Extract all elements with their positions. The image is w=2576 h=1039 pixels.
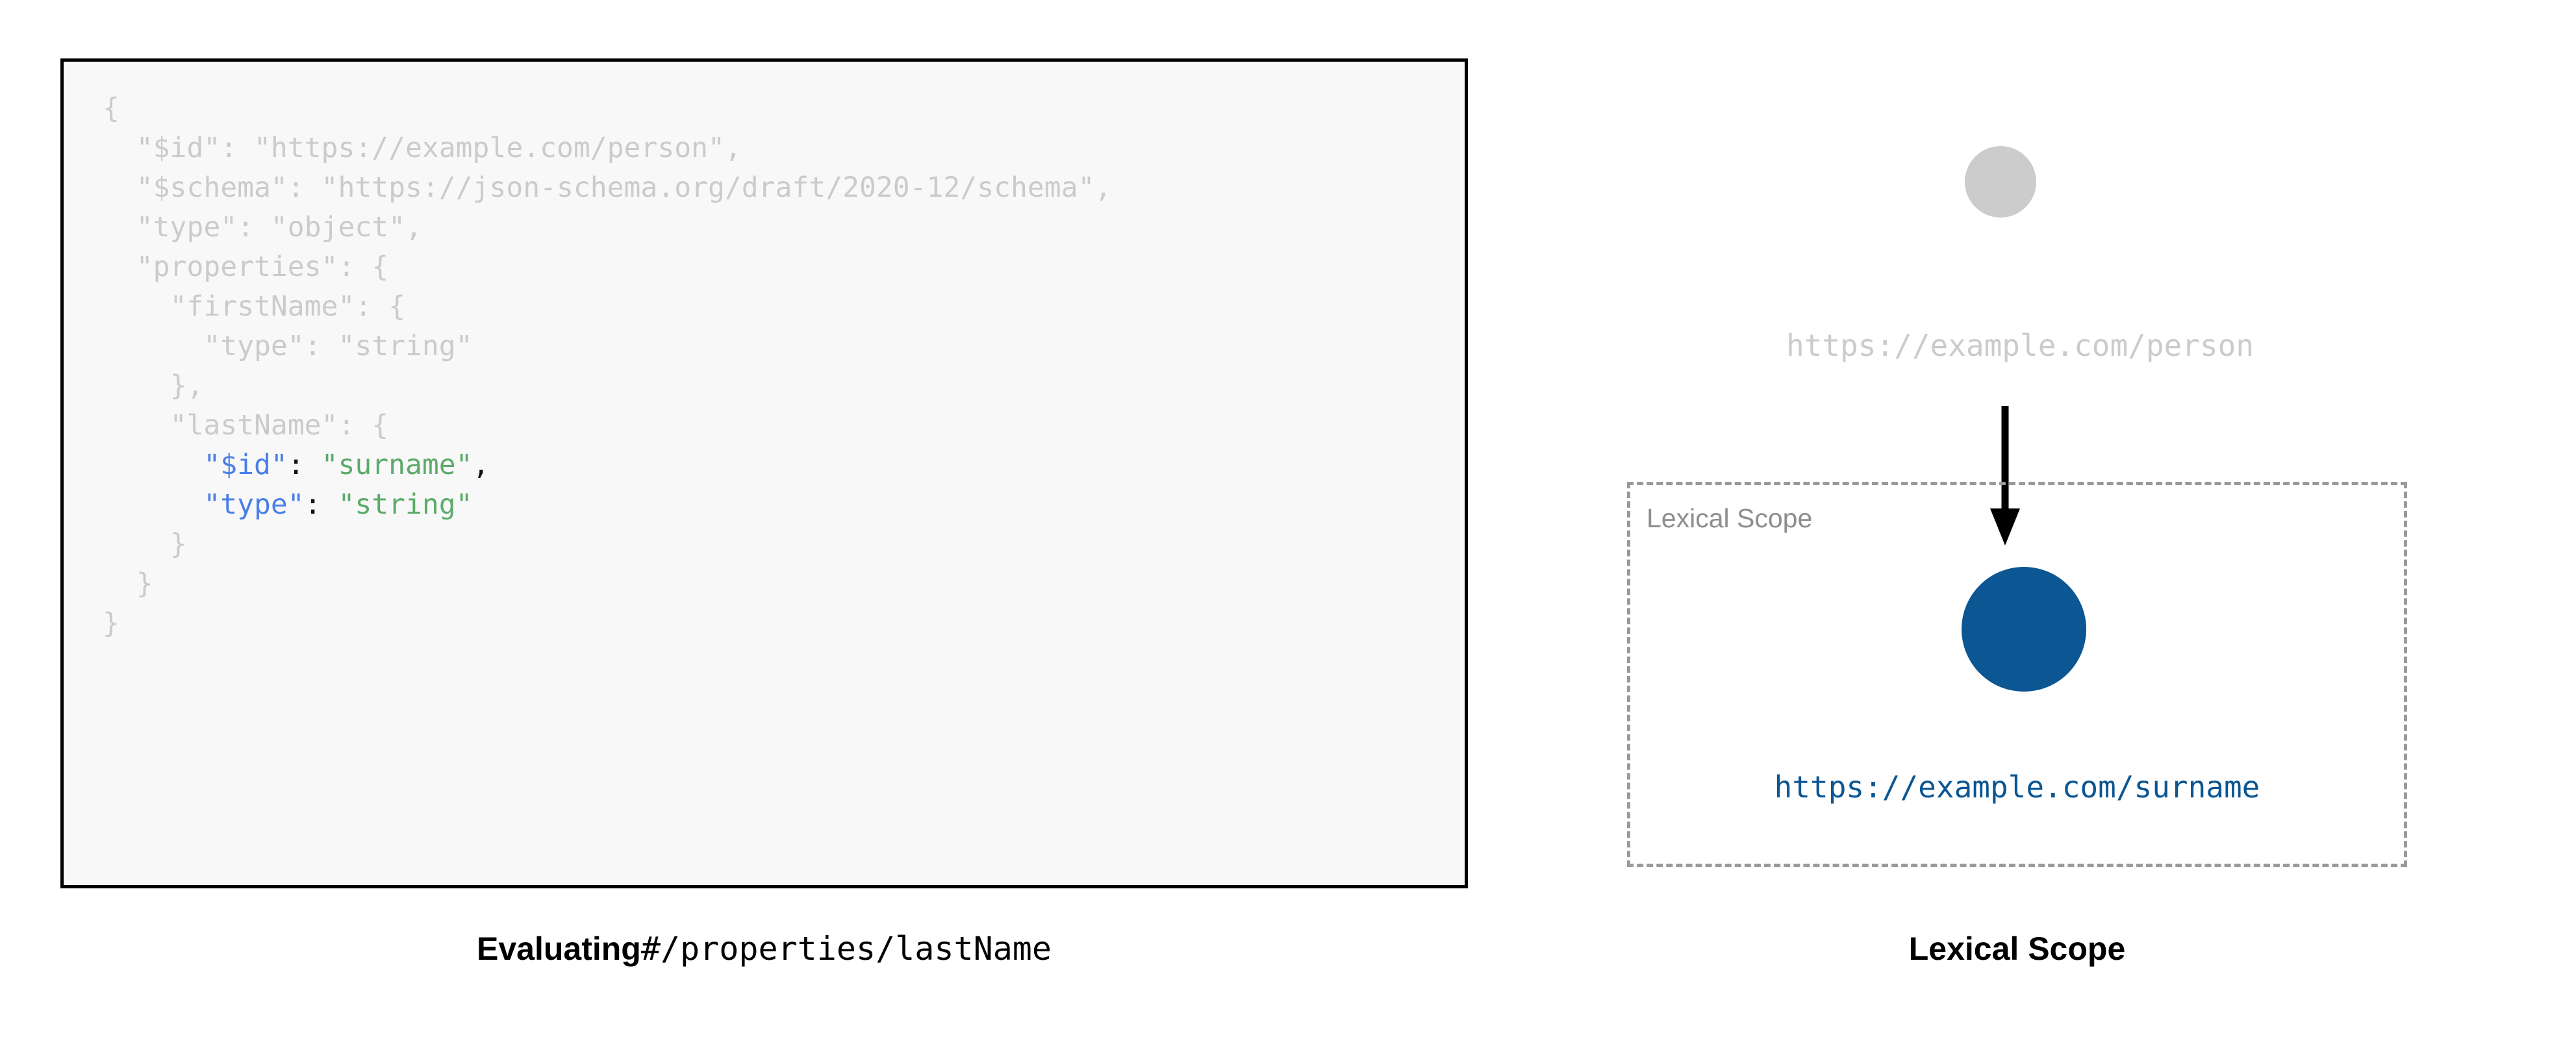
code-token: { xyxy=(103,92,120,125)
code-token: : xyxy=(287,449,322,481)
code-token: "$id": "https://example.com/person", xyxy=(136,132,742,164)
code-token: "surname" xyxy=(321,449,473,481)
lexical-scope-panel: https://example.com/person Lexical Scope… xyxy=(1533,0,2576,1039)
node-surname-circle-icon xyxy=(1962,567,2086,692)
code-token: "firstName": { xyxy=(170,290,405,323)
code-token: } xyxy=(136,568,153,600)
code-line: "$id": "https://example.com/person", xyxy=(103,129,1111,168)
code-line: "lastName": { xyxy=(103,406,1111,445)
code-token: }, xyxy=(170,369,204,402)
code-token: : xyxy=(304,488,338,521)
code-token: "properties": { xyxy=(136,251,389,283)
code-token: "type": "object", xyxy=(136,211,422,244)
left-caption-pointer: #/properties/lastName xyxy=(640,930,1052,968)
node-person-circle-icon xyxy=(1965,146,2036,218)
right-panel-caption: Lexical Scope xyxy=(1908,931,2126,967)
code-token: } xyxy=(170,528,187,560)
code-token: } xyxy=(103,607,120,640)
left-panel-caption: Evaluating#/properties/lastName xyxy=(60,930,1468,968)
left-caption-bold: Evaluating xyxy=(477,931,641,967)
code-token: "$id" xyxy=(203,449,288,481)
node-surname-label: https://example.com/surname xyxy=(1774,770,2260,805)
code-line: }, xyxy=(103,366,1111,406)
arrow-down-icon xyxy=(1990,406,2020,545)
code-line: "properties": { xyxy=(103,247,1111,287)
code-line: "firstName": { xyxy=(103,287,1111,327)
code-token: "$schema": "https://json-schema.org/draf… xyxy=(136,171,1112,204)
code-line: "type": "object", xyxy=(103,208,1111,247)
code-line: { xyxy=(103,89,1111,129)
json-schema-code-listing: { "$id": "https://example.com/person", "… xyxy=(103,89,1111,644)
evaluating-panel: { "$id": "https://example.com/person", "… xyxy=(60,58,1468,968)
code-line: "$schema": "https://json-schema.org/draf… xyxy=(103,168,1112,208)
lexical-scope-box-label: Lexical Scope xyxy=(1647,503,1813,533)
json-schema-code-box: { "$id": "https://example.com/person", "… xyxy=(60,58,1468,888)
code-line: "type": "string" xyxy=(103,327,1111,366)
code-token: "type": "string" xyxy=(203,330,473,362)
code-token: "string" xyxy=(338,488,473,521)
code-line: "type": "string" xyxy=(103,485,1111,525)
code-line: "$id": "surname", xyxy=(103,445,1111,485)
code-line: } xyxy=(103,564,1111,604)
code-token: , xyxy=(472,449,490,481)
code-line: } xyxy=(103,525,1111,564)
lexical-scope-boundary xyxy=(1627,482,2407,867)
code-token: "type" xyxy=(203,488,305,521)
code-line: } xyxy=(103,604,1111,644)
code-token: "lastName": { xyxy=(170,409,389,442)
node-person-label: https://example.com/person xyxy=(1786,328,2254,363)
